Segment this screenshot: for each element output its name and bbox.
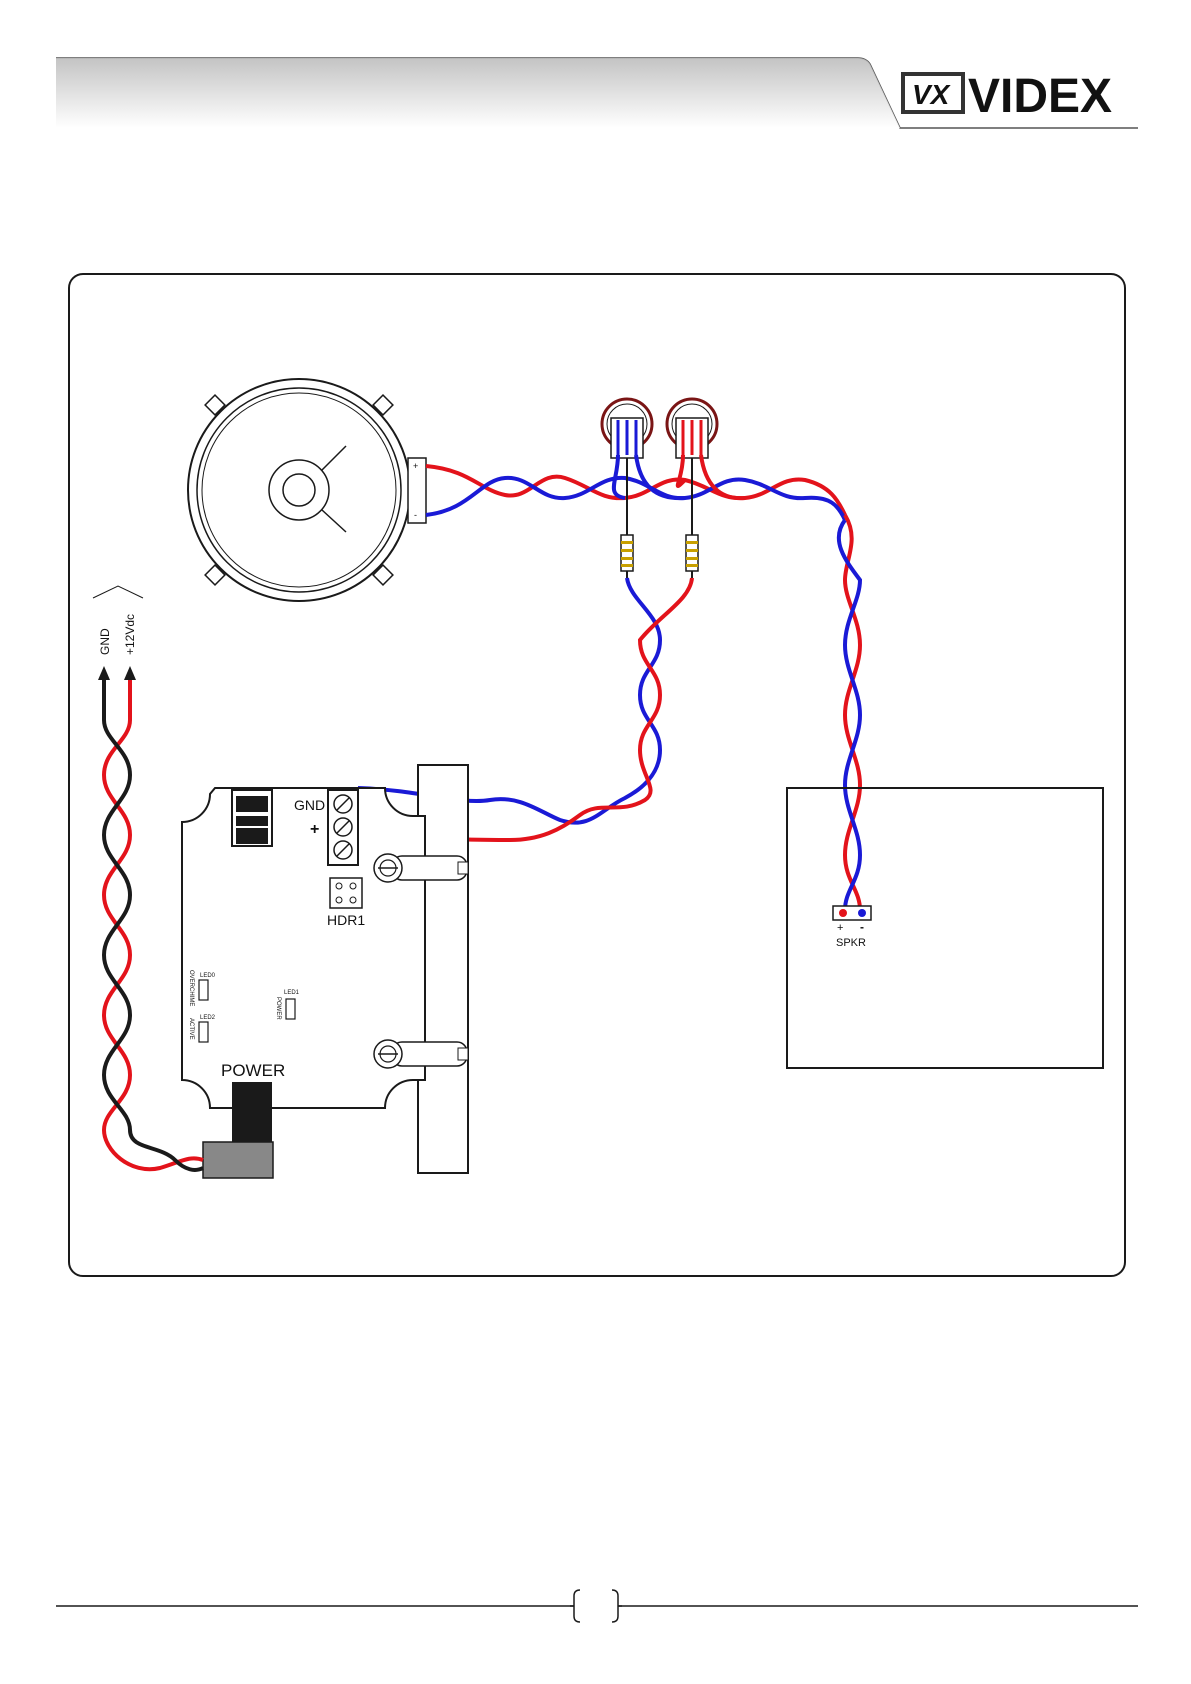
controller-board: GND + HDR1 LED0 OVERCHIME LED2 ACTIVE LE… <box>182 788 425 1178</box>
led2-label: LED2 <box>200 1015 216 1021</box>
spkr-pin-minus <box>858 909 866 917</box>
spkr-minus-label: - <box>860 920 864 934</box>
relay-slot-1 <box>236 796 268 812</box>
led1-name: POWER <box>275 997 281 1020</box>
speaker-plus-label: + <box>413 461 418 471</box>
speaker-minus-label: - <box>414 510 417 520</box>
device-box-outline <box>787 788 1103 1068</box>
resistor-right <box>686 458 698 578</box>
led-connector-left <box>602 399 652 458</box>
hdr1-label: HDR1 <box>327 912 365 928</box>
led-cable <box>358 578 692 840</box>
led0-name: OVERCHIME <box>188 970 194 1006</box>
footer-page-bracket <box>570 1590 622 1622</box>
speaker-cable <box>426 455 845 520</box>
terminal-plus-label: + <box>310 821 319 838</box>
speaker: + - <box>188 379 426 601</box>
power-plug <box>203 1142 273 1178</box>
spkr-cable <box>839 515 860 910</box>
spkr-pin-plus <box>839 909 847 917</box>
led1 <box>286 999 295 1019</box>
power-label: POWER <box>221 1061 285 1080</box>
supply-gnd-label: GND <box>98 628 112 655</box>
led0-label: LED0 <box>200 973 216 979</box>
supply-bracket <box>93 586 143 598</box>
mount-clip-top <box>374 854 468 882</box>
power-jack <box>232 1082 272 1142</box>
led-connector-right <box>667 399 717 458</box>
mount-clip-bottom <box>374 1040 468 1068</box>
speaker-outer <box>188 379 410 601</box>
spkr-plus-label: + <box>837 922 843 934</box>
supply-12v-label: +12Vdc <box>123 614 137 655</box>
led1-label: LED1 <box>284 990 300 996</box>
relay-slot-3 <box>236 828 268 844</box>
relay-slot-2 <box>236 816 268 826</box>
page-footer <box>0 1580 1191 1640</box>
terminal-gnd-label: GND <box>294 797 325 813</box>
device-box: + - SPKR <box>787 788 1103 1068</box>
led2-name: ACTIVE <box>188 1018 194 1040</box>
supply-labels: GND +12Vdc <box>93 586 143 655</box>
led2 <box>199 1022 208 1042</box>
spkr-label: SPKR <box>836 937 866 949</box>
hdr1-header <box>330 878 362 908</box>
led0 <box>199 980 208 1000</box>
